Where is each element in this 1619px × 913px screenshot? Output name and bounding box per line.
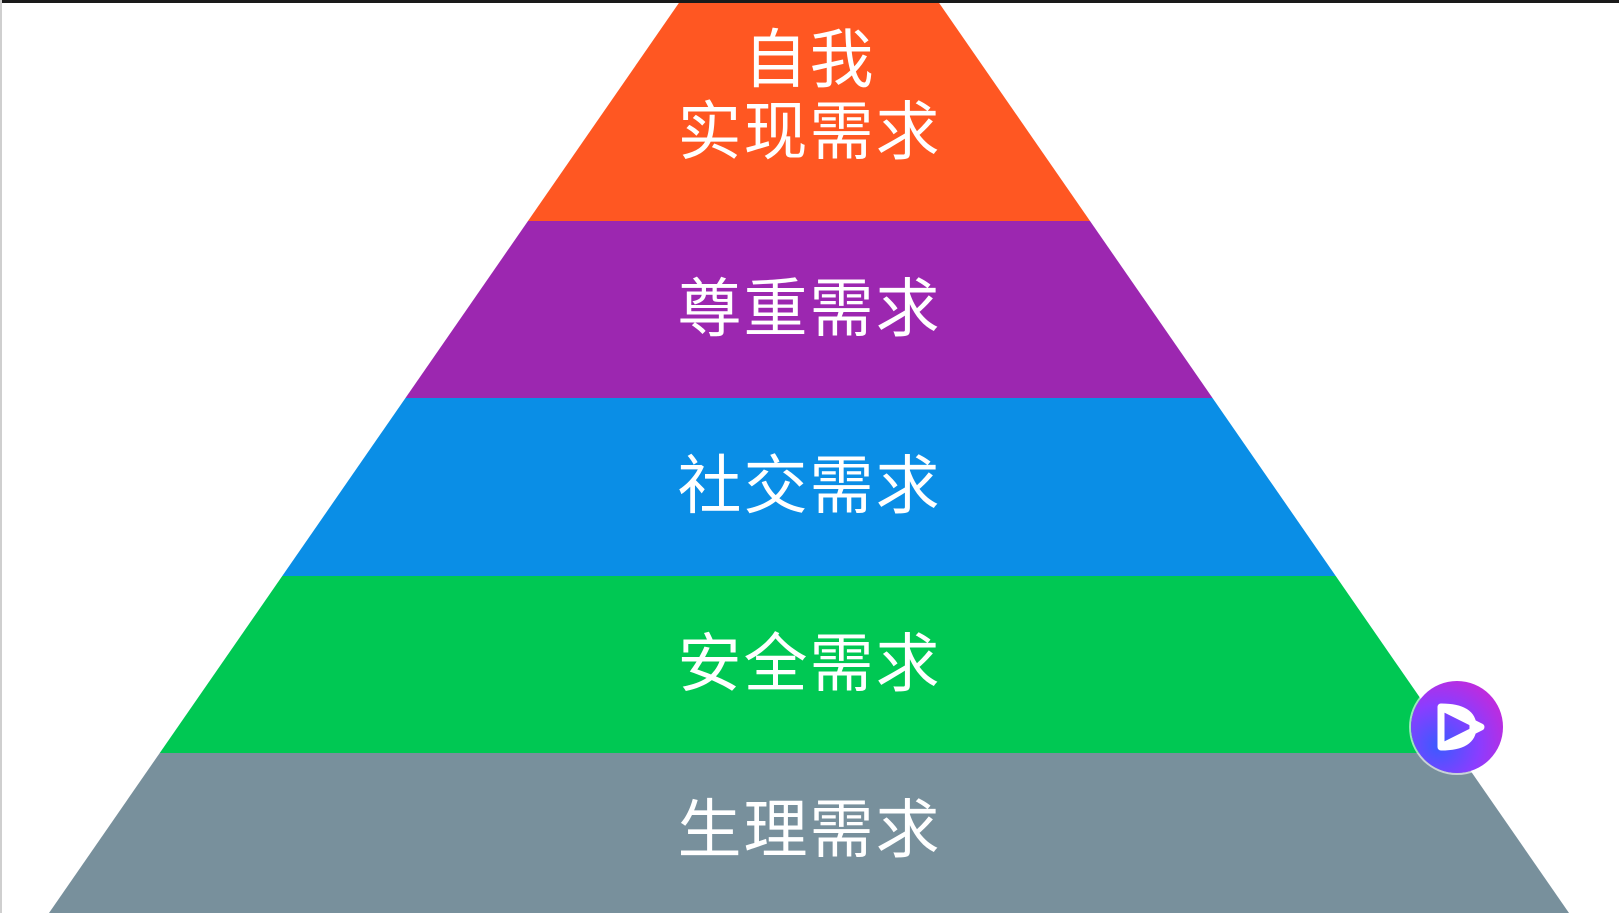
tier-label-line: 社交需求 bbox=[677, 450, 942, 524]
pyramid-tier-physiological bbox=[49, 753, 1569, 913]
tier-label-social: 社交需求 bbox=[0, 451, 1619, 523]
tier-label-physiological: 生理需求 bbox=[0, 795, 1619, 867]
app-logo-icon[interactable] bbox=[1411, 681, 1503, 773]
tier-label-esteem: 尊重需求 bbox=[0, 274, 1619, 346]
tier-label-safety: 安全需求 bbox=[0, 629, 1619, 701]
tier-label-line: 尊重需求 bbox=[677, 272, 942, 347]
tier-label-line: 实现需求 bbox=[677, 96, 942, 170]
left-border bbox=[0, 0, 2, 913]
pyramid-tier-self-actualization bbox=[527, 3, 1091, 221]
pyramid-tier-safety bbox=[159, 576, 1459, 753]
top-border bbox=[0, 0, 1619, 3]
tier-label-line: 自我 bbox=[743, 24, 876, 98]
play-d-logo-icon bbox=[1437, 703, 1485, 751]
pyramid-tier-social bbox=[282, 398, 1336, 576]
tier-label-line: 安全需求 bbox=[677, 627, 942, 702]
tier-label-line: 生理需求 bbox=[677, 794, 942, 868]
tier-label-self-actualization: 自我实现需求 bbox=[0, 25, 1619, 169]
pyramid-tier-esteem bbox=[405, 221, 1213, 398]
